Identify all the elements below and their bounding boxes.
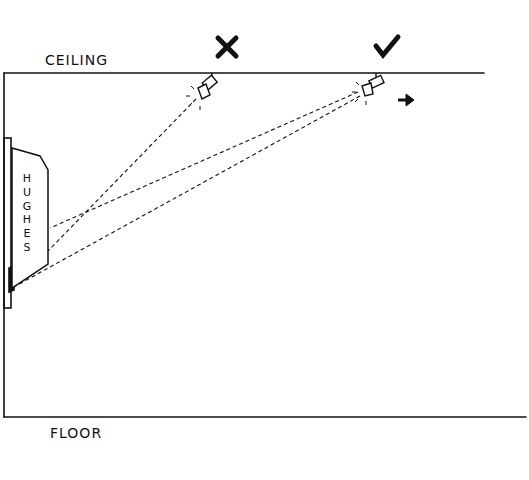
wrong-mark — [218, 38, 236, 56]
floor-line — [4, 416, 526, 418]
ceiling-line — [4, 72, 484, 74]
room-label: FLOOR — [50, 425, 102, 441]
room-label: CEILING — [45, 52, 108, 68]
correct-light — [352, 73, 384, 105]
move-arrow — [398, 94, 414, 106]
wrong-mark — [218, 38, 236, 56]
check-mark — [376, 37, 398, 55]
light-beam — [12, 96, 360, 288]
light-beam — [12, 99, 196, 288]
painting: HUGHES — [8, 146, 50, 292]
light-beam — [50, 92, 358, 228]
painting-name: HUGHES — [22, 172, 33, 255]
wrong-light — [186, 73, 217, 110]
